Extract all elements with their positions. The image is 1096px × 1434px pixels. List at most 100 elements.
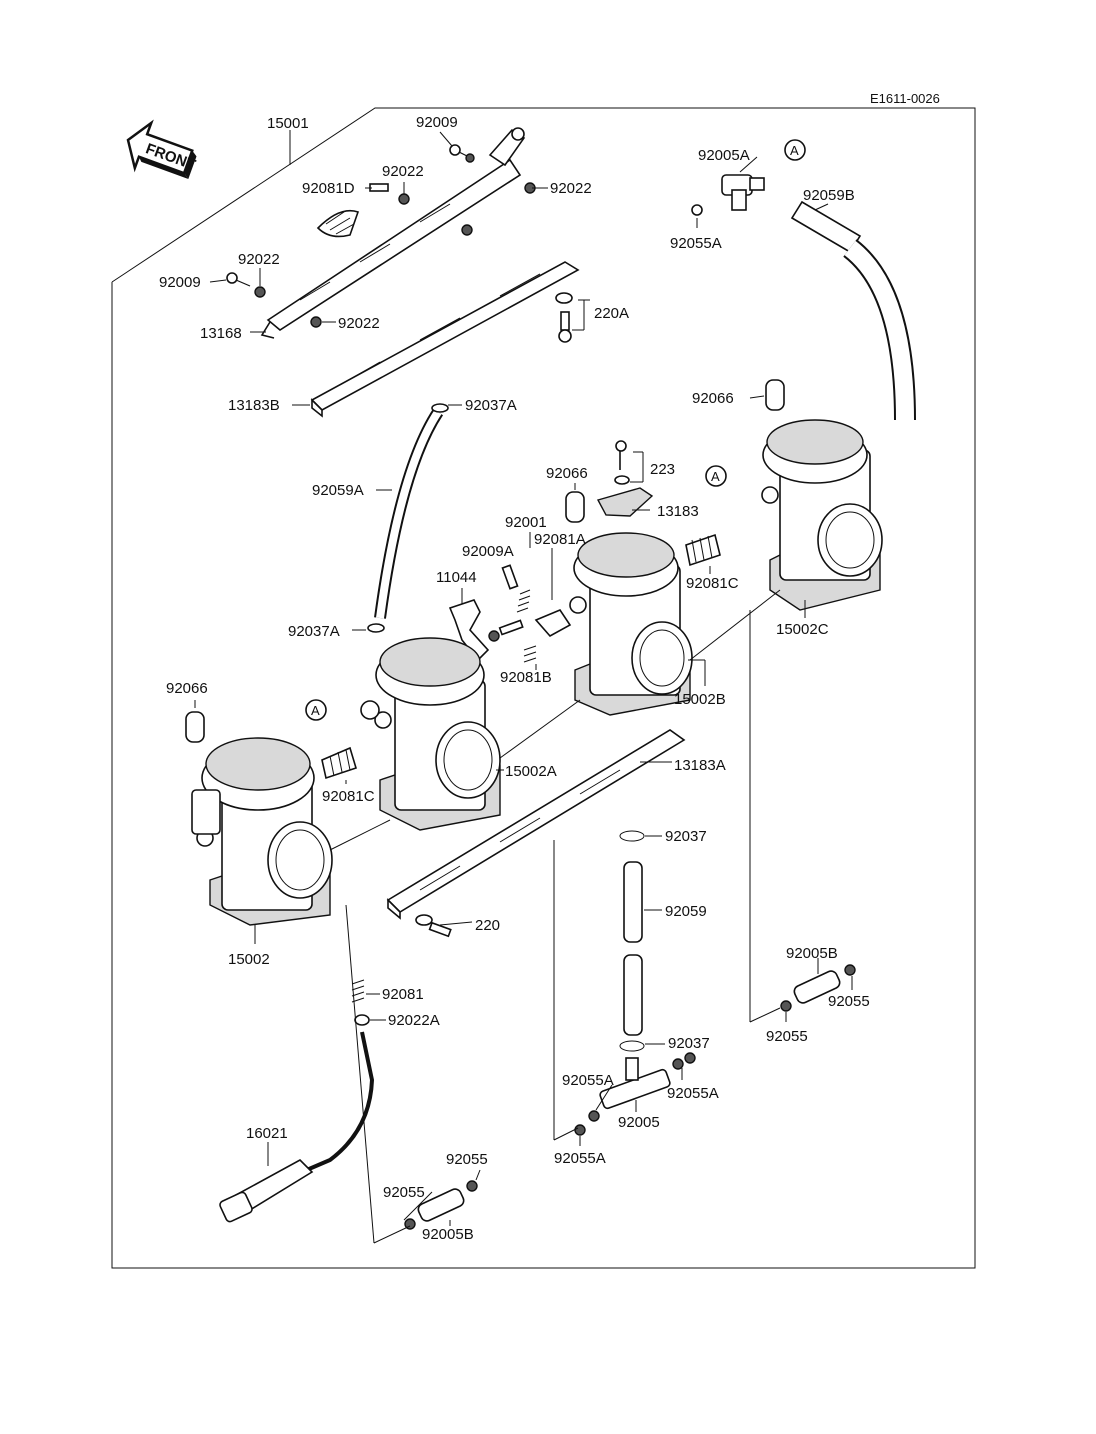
choke-cable-16021 [219, 1031, 375, 1223]
label-15002: 15002 [228, 951, 270, 968]
label-92009A: 92009A [462, 543, 514, 560]
label-92066: 92066 [546, 465, 588, 482]
ref-marker-A-top: A [784, 139, 806, 161]
label-220: 220 [475, 917, 500, 934]
fuel-joint-92005A [691, 174, 765, 216]
label-92055: 92055 [766, 1028, 808, 1045]
screw-92001 [501, 564, 519, 590]
cap-92066-mid [565, 491, 585, 523]
label-92037: 92037 [668, 1035, 710, 1052]
clamp-92037-bot [619, 1040, 645, 1052]
label-92001: 92001 [505, 514, 547, 531]
label-92022: 92022 [338, 315, 380, 332]
cap-92066-left [185, 711, 205, 743]
bracket-11044 [448, 599, 490, 662]
carburetor-15002C [761, 419, 883, 611]
fuel-joint-92005 [574, 1052, 696, 1136]
label-92055A: 92055A [667, 1085, 719, 1102]
plate-13183A [386, 729, 686, 920]
spring-92081B [523, 645, 537, 663]
label-92066: 92066 [692, 390, 734, 407]
label-13168: 13168 [200, 325, 242, 342]
svg-text:A: A [790, 143, 799, 158]
label-92059A: 92059A [312, 482, 364, 499]
screw-92081D [369, 183, 410, 205]
clamp-92037-top [619, 830, 645, 842]
label-15002C: 15002C [776, 621, 829, 638]
label-92022: 92022 [382, 163, 424, 180]
label-92081B: 92081B [500, 669, 552, 686]
label-92081A: 92081A [534, 531, 586, 548]
screw-92009-top [449, 144, 475, 163]
front-arrow: FRONT [126, 119, 198, 179]
label-92055A: 92055A [562, 1072, 614, 1089]
screw-92009-left [226, 272, 251, 287]
leader-lines [194, 130, 853, 1244]
linkage-plate-13168 [260, 127, 526, 339]
ref-marker-A-right: A [705, 465, 727, 487]
label-11044: 11044 [436, 569, 477, 586]
label-92005B: 92005B [422, 1226, 474, 1243]
label-92005B: 92005B [786, 945, 838, 962]
hose-92059B [790, 200, 916, 421]
lever [534, 609, 572, 638]
spring-92081C-left [321, 746, 357, 780]
label-92055: 92055 [828, 993, 870, 1010]
plate-13183B [310, 261, 580, 418]
spring-92081 [351, 979, 365, 1003]
carburetor-15002B [569, 532, 693, 716]
screw-220 [415, 914, 452, 938]
label-92009: 92009 [159, 274, 201, 291]
label-92005A: 92005A [698, 147, 750, 164]
label-15002B: 15002B [674, 691, 726, 708]
label-220A: 220A [594, 305, 629, 322]
label-92037: 92037 [665, 828, 707, 845]
label-92037A: 92037A [465, 397, 517, 414]
label-92022: 92022 [238, 251, 280, 268]
label-92055: 92055 [446, 1151, 488, 1168]
part-labels: 15001 92009 92022 92081D 92022 92022 920… [159, 114, 870, 1243]
svg-text:A: A [311, 703, 320, 718]
label-92022: 92022 [550, 180, 592, 197]
label-92059: 92059 [665, 903, 707, 920]
spring-92081C-right [685, 533, 721, 567]
label-13183: 13183 [657, 503, 699, 520]
label-92055: 92055 [383, 1184, 425, 1201]
ref-marker-A-left: A [305, 699, 327, 721]
fuel-joint-92005B-bottom [404, 1180, 478, 1230]
label-92055A: 92055A [554, 1150, 606, 1167]
label-92059B: 92059B [803, 187, 855, 204]
screw-220A [555, 292, 573, 343]
label-92037A: 92037A [288, 623, 340, 640]
label-92081C: 92081C [322, 788, 375, 805]
spring-92081A [516, 589, 531, 613]
nut-92022 [254, 182, 536, 328]
label-92081D: 92081D [302, 180, 355, 197]
label-15002A: 15002A [505, 763, 557, 780]
label-13183B: 13183B [228, 397, 280, 414]
assembly-boundary [111, 107, 976, 1269]
label-16021: 16021 [246, 1125, 288, 1142]
hose-92059 [623, 861, 643, 1036]
label-92055A: 92055A [670, 235, 722, 252]
plate-13183 [596, 440, 654, 517]
label-15001: 15001 [267, 115, 309, 132]
carburetor-15002A [360, 637, 501, 831]
spring-92081D [316, 209, 360, 238]
drawing-code: E1611-0026 [870, 91, 940, 106]
label-223: 223 [650, 461, 675, 478]
label-92022A: 92022A [388, 1012, 440, 1029]
screw-92009A [488, 619, 524, 642]
label-92066: 92066 [166, 680, 208, 697]
fuel-joint-92005B-right [780, 964, 856, 1012]
label-92005: 92005 [618, 1114, 660, 1131]
label-13183A: 13183A [674, 757, 726, 774]
washer-92022A [354, 1014, 370, 1026]
label-92081: 92081 [382, 986, 424, 1003]
label-92081C: 92081C [686, 575, 739, 592]
carburetor-15002 [191, 737, 333, 926]
hose-92059A [367, 403, 449, 633]
label-92009: 92009 [416, 114, 458, 131]
cap-92066-right [765, 379, 785, 411]
